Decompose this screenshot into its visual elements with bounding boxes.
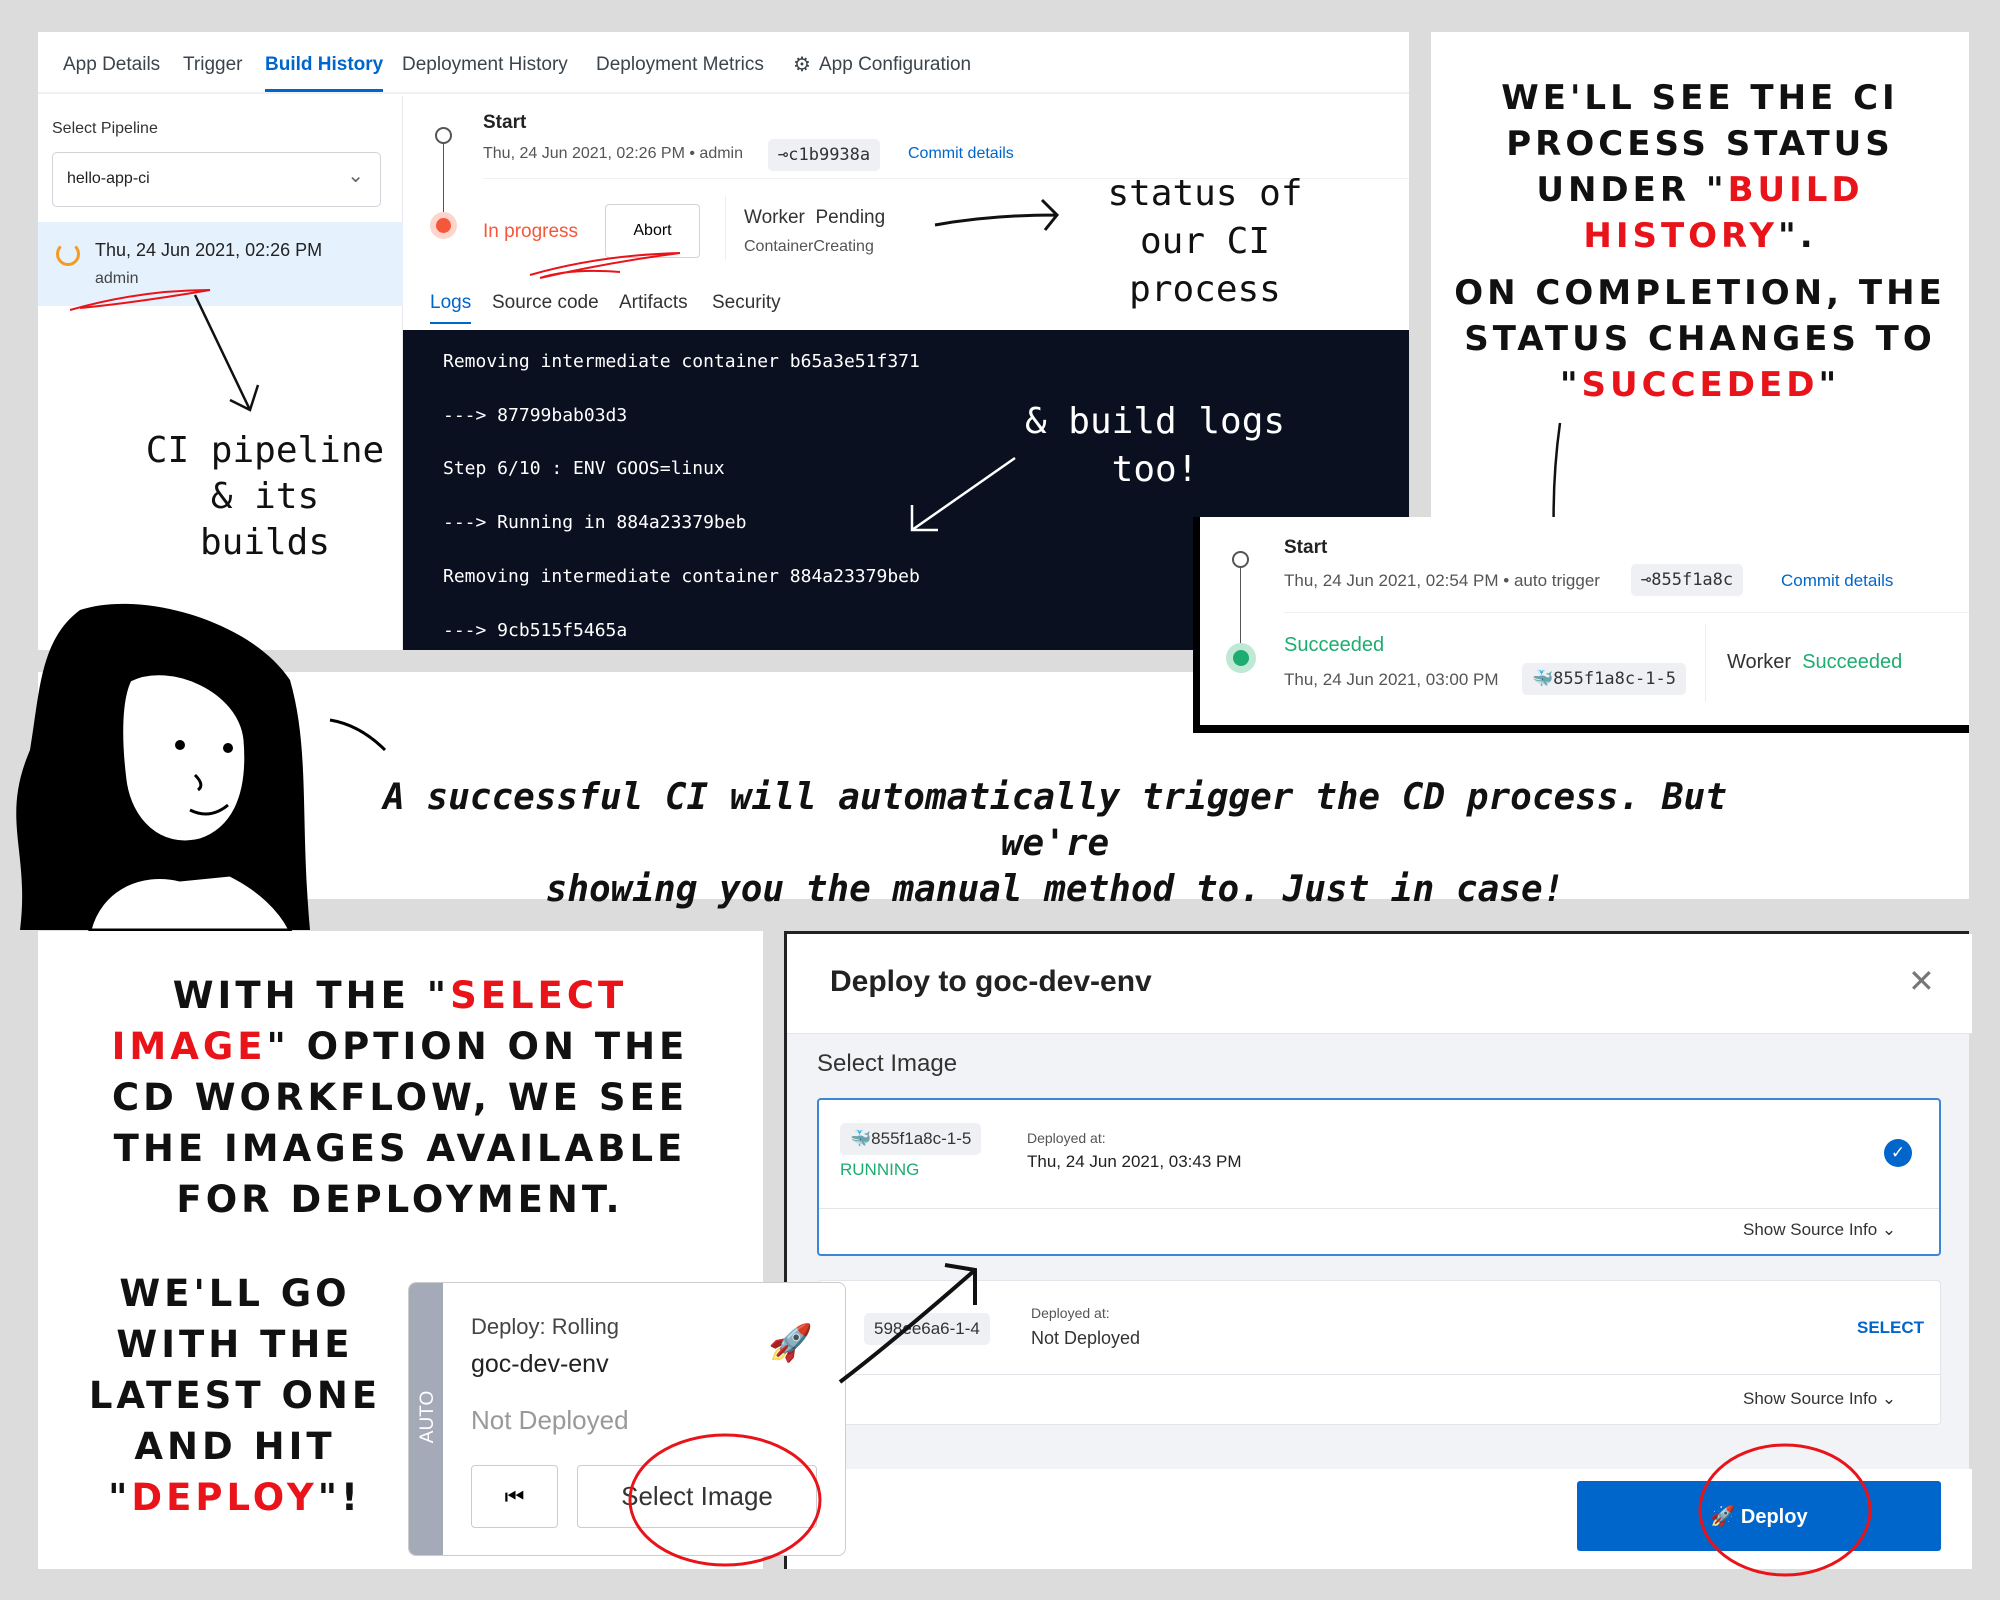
show-source-info-button[interactable]: Show Source Info ⌄ xyxy=(1743,1220,1897,1239)
pipeline-select[interactable]: hello-app-ci ⌄ xyxy=(52,152,381,207)
woman-illustration xyxy=(16,603,387,932)
select-image-button[interactable]: Select Image xyxy=(577,1465,817,1528)
docker-icon: 🐳 xyxy=(1532,669,1554,689)
note-logs: & build logs too! xyxy=(1024,401,1286,490)
success-dot xyxy=(1226,643,1256,673)
note-status: status of our CI process xyxy=(1107,173,1303,310)
show-source-info-button[interactable]: Show Source Info ⌄ xyxy=(1743,1389,1897,1408)
deploy-strategy: Deploy: Rolling xyxy=(471,1314,619,1339)
env-name: goc-dev-env xyxy=(471,1350,609,1378)
log-line: Removing intermediate container 884a2337… xyxy=(443,566,920,587)
note-completion: On completion, the status changes to "Su… xyxy=(1454,273,1946,405)
note-middle: A successful CI will automatically trigg… xyxy=(383,777,1727,910)
red-circle-annotation xyxy=(628,1433,822,1567)
subtab-security[interactable]: Security xyxy=(712,292,781,313)
subtab-logs[interactable]: Logs xyxy=(430,292,472,324)
gear-icon: ⚙ xyxy=(793,54,811,76)
deployed-at-value: Thu, 24 Jun 2021, 03:43 PM xyxy=(1027,1152,1242,1171)
log-line: Removing intermediate container b65a3e51… xyxy=(443,351,920,372)
arrow-annotation xyxy=(910,456,1016,532)
sidebar xyxy=(38,96,403,650)
worker-status: Worker Pending xyxy=(744,207,886,228)
tab-app-configuration[interactable]: App Configuration xyxy=(819,54,972,75)
worker-status: Worker Succeeded xyxy=(1727,651,1903,673)
running-badge: RUNNING xyxy=(840,1160,920,1179)
deploy-state: Not Deployed xyxy=(471,1405,629,1435)
succeeded-build-card xyxy=(1193,517,1969,733)
pipeline-value: hello-app-ci xyxy=(67,170,150,187)
rollback-button[interactable]: ⏮ xyxy=(471,1465,558,1528)
start-label: Start xyxy=(483,112,527,133)
image-chip: 🐳855f1a8c-1-5 xyxy=(1522,663,1686,695)
tab-build-history[interactable]: Build History xyxy=(265,54,384,92)
note-panel-right xyxy=(1431,32,1969,517)
commit-details-link[interactable]: Commit details xyxy=(908,145,1014,162)
log-line: ---> 87799bab03d3 xyxy=(443,405,628,426)
select-image-option-button[interactable]: SELECT xyxy=(1857,1318,1925,1337)
deployed-at-value: Not Deployed xyxy=(1031,1328,1141,1348)
success-start-meta: Thu, 24 Jun 2021, 02:54 PM • auto trigge… xyxy=(1284,571,1600,590)
tab-deployment-metrics[interactable]: Deployment Metrics xyxy=(596,54,764,75)
image-tag: 🐳855f1a8c-1-5 xyxy=(840,1123,982,1155)
arrow-annotation xyxy=(69,289,260,412)
rocket-icon: 🚀 xyxy=(768,1322,813,1363)
docker-icon: 🐳 xyxy=(850,1129,872,1148)
build-user: admin xyxy=(95,270,139,287)
modal-title: Deploy to goc-dev-env xyxy=(830,965,1152,998)
worker-sub: ContainerCreating xyxy=(744,238,874,255)
note-build-history: We'll see the CI process status under "B… xyxy=(1501,78,1899,256)
image-tag: 598ee6a6-1-4 xyxy=(864,1313,990,1345)
status-in-progress: In progress xyxy=(483,221,579,242)
image-option-selected[interactable] xyxy=(817,1098,1941,1256)
trigger-type-label: AUTO xyxy=(417,1390,439,1444)
note-deploy: We'll go with the latest one and hit "De… xyxy=(88,1272,382,1519)
deployed-at-label: Deployed at: xyxy=(1027,1130,1106,1146)
note-pipeline: CI pipeline & its builds xyxy=(145,430,385,563)
image-option[interactable] xyxy=(817,1280,1941,1425)
timeline-line xyxy=(443,144,444,224)
note-select-image: With the "Select Image" option on the CD… xyxy=(111,974,689,1221)
status-succeeded: Succeeded xyxy=(1284,634,1385,656)
arrow-annotation xyxy=(838,1263,977,1384)
spinner-icon xyxy=(56,242,80,266)
tab-deployment-history[interactable]: Deployment History xyxy=(402,54,568,75)
deployed-at-label: Deployed at: xyxy=(1031,1305,1110,1321)
tab-trigger[interactable]: Trigger xyxy=(183,54,243,75)
success-time: Thu, 24 Jun 2021, 03:00 PM xyxy=(1284,670,1499,689)
chevron-down-icon: ⌄ xyxy=(347,165,364,187)
build-time: Thu, 24 Jun 2021, 02:26 PM xyxy=(95,240,323,260)
commit-chip: ⊸855f1a8c xyxy=(1631,564,1744,596)
select-image-heading: Select Image xyxy=(817,1050,958,1077)
close-icon[interactable]: ✕ xyxy=(1908,963,1935,999)
log-line: Step 6/10 : ENV GOOS=linux xyxy=(443,458,725,479)
subtab-source-code[interactable]: Source code xyxy=(492,292,599,313)
arrow-annotation xyxy=(934,198,1060,231)
build-list-item[interactable]: Thu, 24 Jun 2021, 02:26 PM admin xyxy=(38,222,403,306)
subtab-artifacts[interactable]: Artifacts xyxy=(619,292,688,313)
select-pipeline-label: Select Pipeline xyxy=(52,120,158,137)
deploy-button[interactable]: 🚀 Deploy xyxy=(1577,1481,1941,1551)
commit-details-link[interactable]: Commit details xyxy=(1781,571,1894,590)
tab-app-details[interactable]: App Details xyxy=(63,54,161,75)
log-line: ---> 9cb515f5465a xyxy=(443,620,628,641)
check-circle-icon: ✓ xyxy=(1884,1139,1912,1167)
red-underline-scribble xyxy=(529,252,681,279)
commit-chip: ⊸c1b9938a xyxy=(768,139,881,171)
red-circle-annotation xyxy=(1698,1443,1872,1577)
timeline-start-dot xyxy=(435,127,452,144)
start-meta: Thu, 24 Jun 2021, 02:26 PM • admin xyxy=(483,145,743,162)
rocket-icon: 🚀 xyxy=(1710,1505,1736,1528)
progress-dot xyxy=(430,212,457,239)
success-start-label: Start xyxy=(1284,537,1328,558)
log-line: ---> Running in 884a23379beb xyxy=(443,512,747,533)
timeline-start-dot xyxy=(1232,551,1249,568)
